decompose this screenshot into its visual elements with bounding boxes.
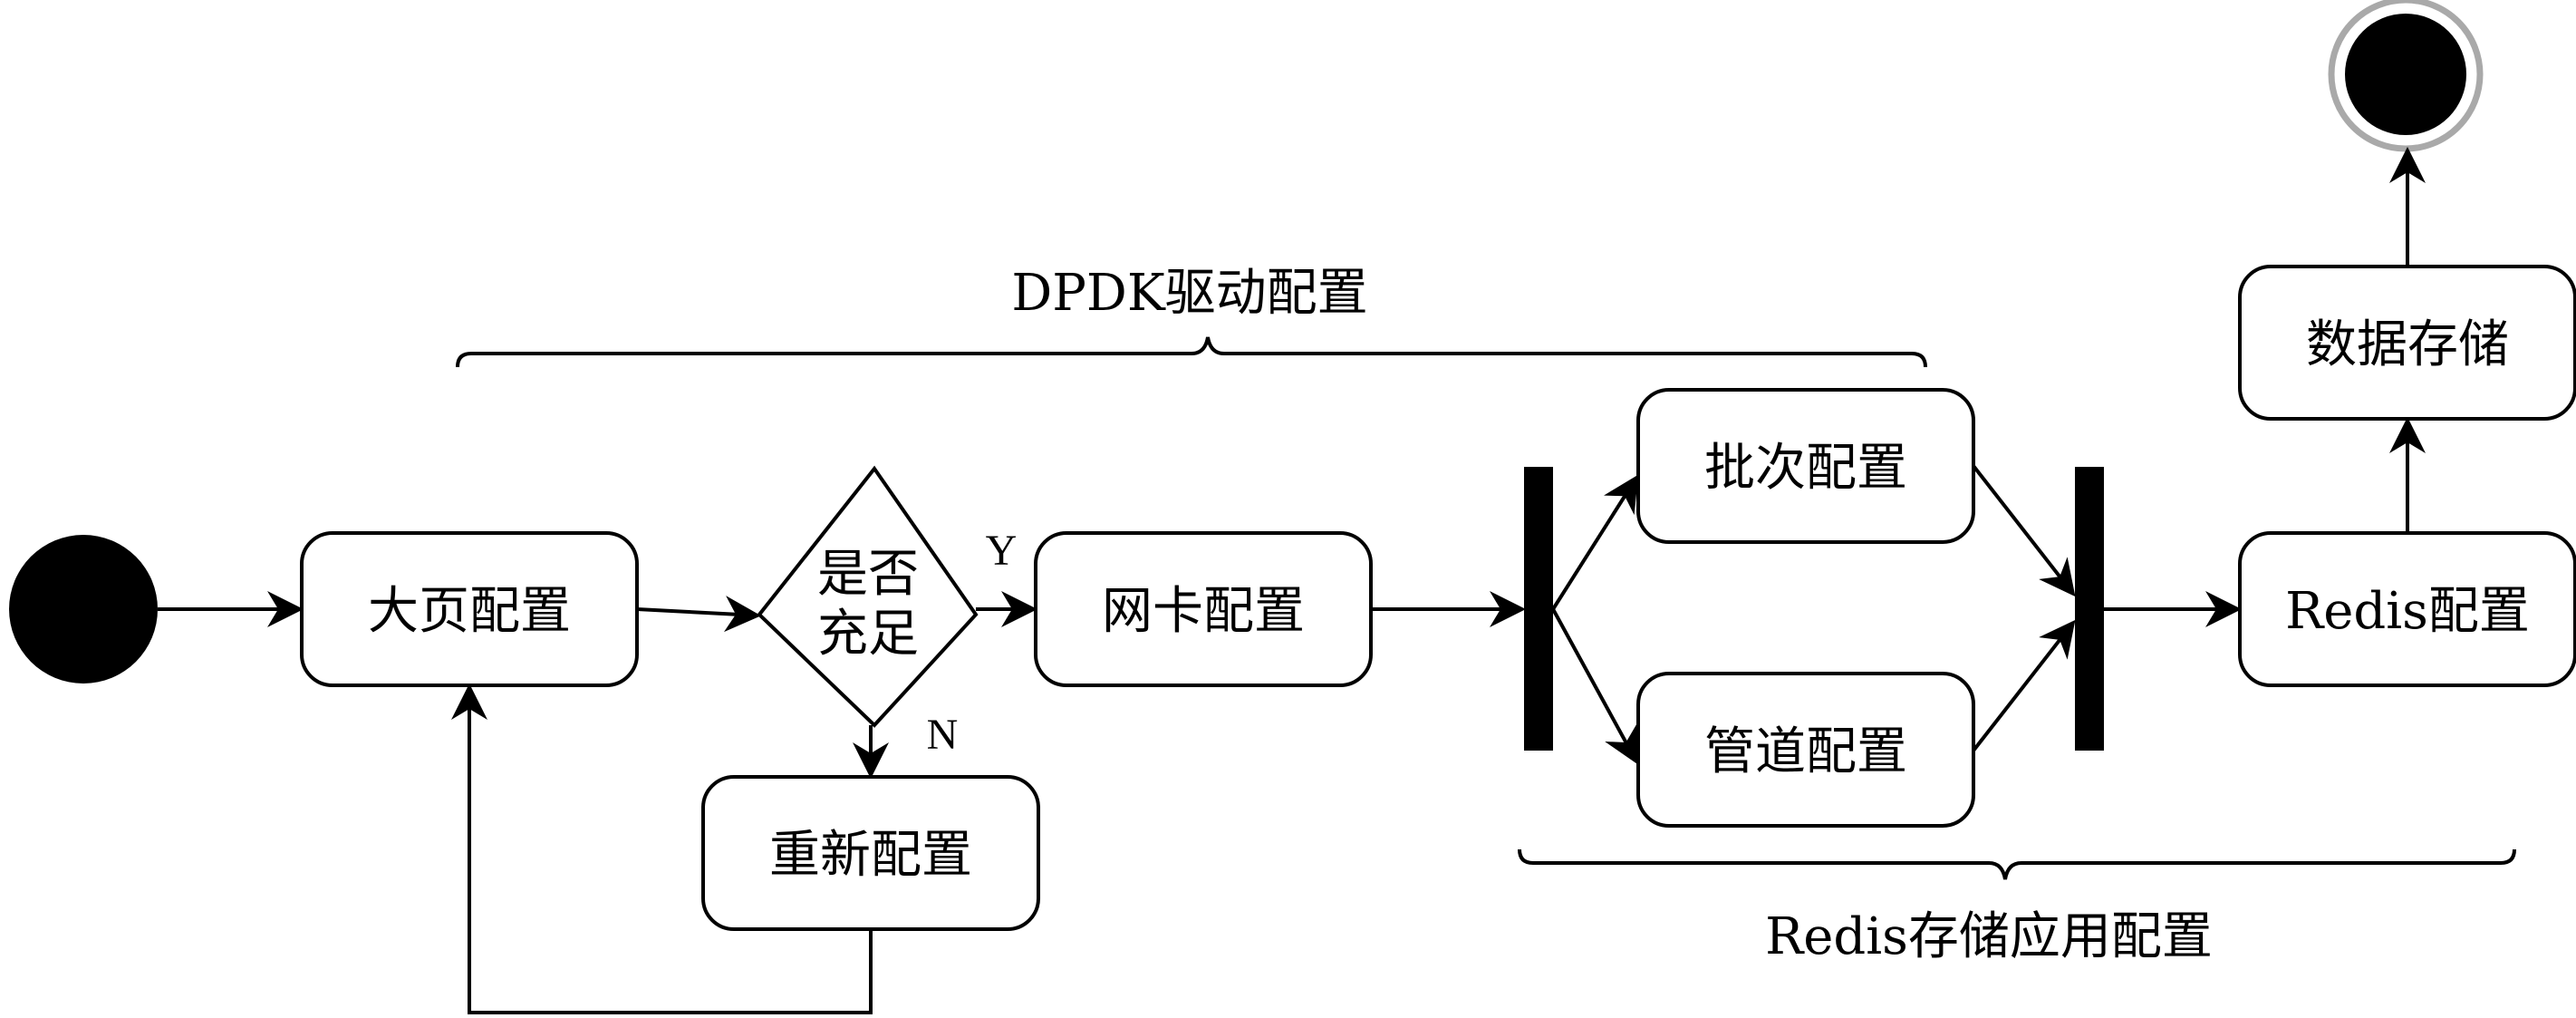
edge-reconfigure-to-hugepage	[451, 684, 873, 1014]
dpdk-brace	[456, 336, 1927, 368]
pipeline-config-label: 管道配置	[1704, 722, 1907, 781]
start-node	[9, 535, 158, 684]
end-node	[2328, 0, 2484, 152]
data-storage-label: 数据存储	[2306, 315, 2509, 374]
sufficiency-decision: 是否 充足	[757, 465, 979, 728]
no-label: N	[927, 711, 959, 759]
edge-fork-to-batch	[1551, 474, 1639, 611]
fork-bar	[1524, 467, 1553, 751]
redis-app-group-label: Redis存储应用配置	[1765, 907, 2213, 966]
redis-app-brace	[1518, 848, 2516, 880]
batch-config-label: 批次配置	[1704, 439, 1907, 498]
svg-text:是否: 是否	[817, 545, 919, 604]
hugepage-config-label: 大页配置	[368, 582, 571, 641]
reconfigure-label: 重新配置	[769, 826, 972, 885]
svg-text:充足: 充足	[817, 605, 919, 664]
dpdk-group-label: DPDK驱动配置	[1011, 264, 1367, 323]
yes-label: Y	[986, 527, 1018, 575]
edge-pipeline-to-join	[1972, 619, 2076, 752]
edge-fork-to-pipeline	[1551, 608, 1638, 765]
join-bar	[2075, 467, 2104, 751]
nic-config-label: 网卡配置	[1102, 582, 1305, 641]
redis-config-label: Redis配置	[2285, 582, 2530, 641]
edge-batch-to-join	[1972, 464, 2076, 597]
edge-hugepage-to-decision	[636, 596, 761, 633]
